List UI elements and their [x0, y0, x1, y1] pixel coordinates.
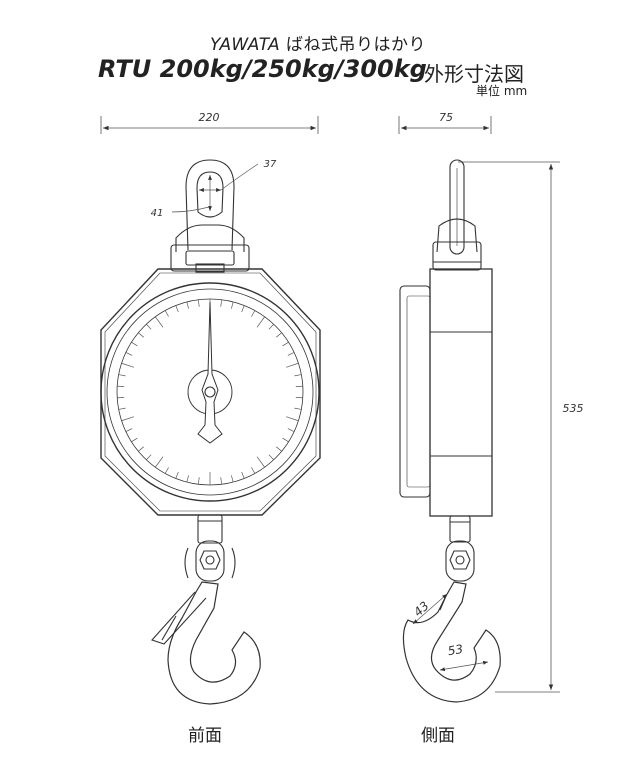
- dial-tick: [294, 407, 302, 410]
- front-hook: [167, 581, 261, 705]
- dial-tick: [231, 475, 234, 483]
- front-view: [100, 159, 321, 705]
- dial-tick: [118, 407, 126, 410]
- side-top-eye: [449, 159, 465, 255]
- side-shackle: [436, 218, 478, 253]
- dial-tick: [155, 456, 164, 468]
- brand-line: YAWATA ばね式吊りはかり: [0, 30, 636, 55]
- front-body-octagon: [100, 268, 321, 516]
- dial-tick: [287, 352, 295, 356]
- dial-tick: [268, 454, 274, 461]
- front-view-label: 前面: [188, 726, 222, 746]
- dim-hook-gap-label: 43: [411, 599, 432, 620]
- dial-tick: [146, 323, 152, 330]
- dial-tick: [256, 456, 265, 468]
- front-shackle: [175, 224, 245, 252]
- dial-tick: [197, 299, 200, 307]
- dial-tick: [175, 471, 179, 479]
- dim-eye-width-label: 37: [264, 159, 277, 170]
- dim-total-height-label: 535: [563, 402, 584, 415]
- dial-tick: [282, 341, 289, 347]
- dial-tick: [164, 310, 169, 317]
- dial-tick: [186, 301, 189, 309]
- front-swivel: [195, 540, 225, 582]
- dial-tick: [121, 416, 135, 422]
- brand-name: YAWATA: [209, 35, 281, 55]
- dial-tick: [256, 316, 265, 328]
- dial-tick: [121, 362, 135, 368]
- side-hook-shaft: [449, 515, 471, 543]
- dial-tick: [138, 332, 144, 338]
- dial-tick: [285, 362, 299, 368]
- dial-tick: [282, 437, 289, 443]
- dial-tick: [220, 477, 223, 485]
- dial-tick: [175, 305, 179, 313]
- dim-side-width: [398, 116, 492, 134]
- dial-tick: [251, 467, 256, 474]
- dim-hook-throat-label: 53: [447, 642, 464, 658]
- dial-tick: [220, 299, 223, 307]
- front-dial-pointer: [197, 301, 223, 444]
- dial-tick: [231, 301, 234, 309]
- dial-tick: [241, 305, 245, 313]
- dial-tick: [276, 446, 282, 452]
- unit-label: 単位 mm: [476, 84, 528, 98]
- dial-tick: [197, 477, 200, 485]
- dial-tick: [186, 475, 189, 483]
- side-hook: [402, 581, 501, 703]
- model-title: RTU 200kg/250kg/300kg: [98, 55, 427, 83]
- dial-tick: [131, 341, 138, 347]
- dim-front-width-label: 220: [199, 111, 220, 124]
- dial-tick: [251, 310, 256, 317]
- product-type: ばね式吊りはかり: [286, 35, 427, 55]
- drawing-title: 外形寸法図: [424, 62, 524, 86]
- dial-tick: [125, 428, 133, 432]
- front-top-eye: [185, 159, 235, 251]
- dial-tick: [146, 454, 152, 461]
- dial-tick: [241, 471, 245, 479]
- dial-tick: [118, 374, 126, 377]
- dial-tick: [138, 446, 144, 452]
- dim-front-width: [100, 116, 319, 134]
- side-body: [429, 268, 493, 517]
- dial-tick: [285, 416, 299, 422]
- dim-eye-height-label: 41: [151, 208, 164, 219]
- dial-tick: [125, 352, 133, 356]
- dial-tick: [131, 437, 138, 443]
- dial-tick: [164, 467, 169, 474]
- dial-tick: [268, 323, 274, 330]
- dial-tick: [276, 332, 282, 338]
- dial-tick: [287, 428, 295, 432]
- dial-tick: [294, 374, 302, 377]
- front-hook-shaft: [197, 514, 223, 544]
- side-view-label: 側面: [421, 726, 455, 746]
- dim-side-width-label: 75: [439, 111, 453, 124]
- side-view: [399, 159, 501, 703]
- dial-tick: [155, 316, 164, 328]
- dim-total-height: [458, 161, 560, 693]
- front-dial-outer: [100, 282, 320, 502]
- side-dial-rim: [399, 285, 431, 498]
- side-swivel: [445, 540, 475, 582]
